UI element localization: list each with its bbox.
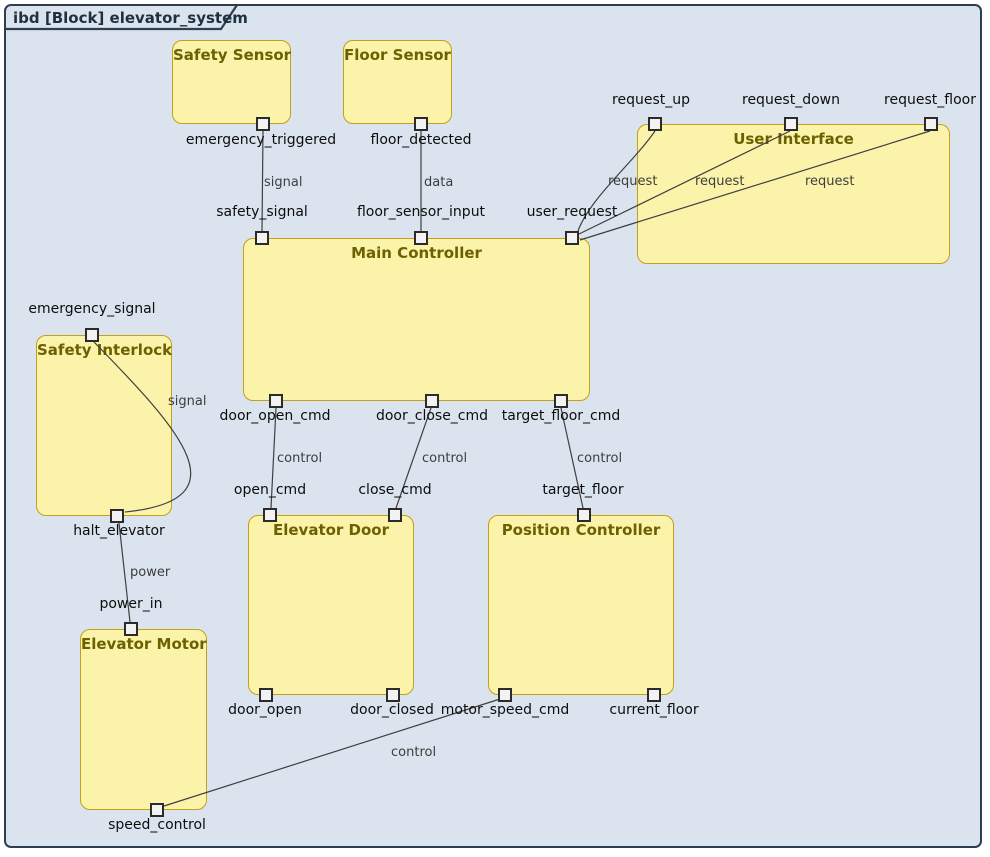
port-current-floor[interactable] <box>647 688 661 702</box>
block-title-safety-interlock: Safety Interlock <box>37 341 173 359</box>
port-label-door-open-cmd: door_open_cmd <box>219 408 331 424</box>
port-emergency-triggered[interactable] <box>256 117 270 131</box>
port-power-in[interactable] <box>124 622 138 636</box>
port-floor-detected[interactable] <box>414 117 428 131</box>
wire-label-power: power <box>130 565 171 580</box>
port-label-emergency-signal: emergency_signal <box>28 301 156 317</box>
wire-label-signal-sensor: signal <box>264 175 303 190</box>
block-position-controller[interactable]: Position Controller <box>488 515 674 695</box>
port-safety-signal[interactable] <box>255 231 269 245</box>
block-title-elevator-door: Elevator Door <box>272 521 389 539</box>
wire-label-control-speed: control <box>391 745 437 760</box>
port-label-door-open: door_open <box>228 702 302 718</box>
port-label-door-close-cmd: door_close_cmd <box>375 408 489 424</box>
block-safety-interlock[interactable]: Safety Interlock <box>36 335 172 516</box>
wire-label-data: data <box>424 175 454 190</box>
block-floor-sensor[interactable]: Floor Sensor <box>343 40 452 124</box>
frame-title-tab <box>5 4 238 31</box>
wire-emergency-signal-to-halt-elevator[interactable] <box>93 341 192 513</box>
diagram-title: ibd [Block] elevator_system <box>13 9 248 27</box>
port-user-request[interactable] <box>565 231 579 245</box>
block-elevator-door[interactable]: Elevator Door <box>248 515 414 695</box>
port-motor-speed-cmd[interactable] <box>498 688 512 702</box>
wire-label-request-up: request <box>608 174 658 189</box>
port-halt-elevator[interactable] <box>110 509 124 523</box>
port-door-open-cmd[interactable] <box>269 394 283 408</box>
port-label-target-floor-cmd: target_floor_cmd <box>501 408 621 424</box>
block-elevator-motor[interactable]: Elevator Motor <box>80 629 207 810</box>
port-label-request-down: request_down <box>742 92 840 108</box>
wire-label-control-close: control <box>422 451 468 466</box>
port-label-floor-detected: floor_detected <box>370 132 472 148</box>
wire-halt-elevator-to-power-in[interactable] <box>118 522 131 623</box>
wire-emergency-triggered-to-safety-signal[interactable] <box>261 130 264 232</box>
port-label-motor-speed-cmd: motor_speed_cmd <box>440 702 570 718</box>
wire-request-up-to-user-request[interactable] <box>577 130 656 232</box>
block-title-main-controller: Main Controller <box>351 244 482 262</box>
port-close-cmd[interactable] <box>388 508 402 522</box>
wire-label-signal-interlock: signal <box>168 394 207 409</box>
port-label-open-cmd: open_cmd <box>233 482 307 498</box>
port-request-up[interactable] <box>648 117 662 131</box>
port-label-close-cmd: close_cmd <box>358 482 432 498</box>
wire-door-close-cmd-to-close-cmd[interactable] <box>395 407 432 509</box>
port-label-user-request: user_request <box>526 204 618 220</box>
block-title-floor-sensor: Floor Sensor <box>344 46 451 64</box>
port-target-floor-cmd[interactable] <box>554 394 568 408</box>
wire-motor-speed-cmd-to-speed-control[interactable] <box>163 698 501 807</box>
port-door-open[interactable] <box>259 688 273 702</box>
port-label-current-floor: current_floor <box>609 702 699 718</box>
port-floor-sensor-input[interactable] <box>414 231 428 245</box>
block-main-controller[interactable]: Main Controller <box>243 238 590 401</box>
wire-label-control-target: control <box>577 451 623 466</box>
port-speed-control[interactable] <box>150 803 164 817</box>
port-label-speed-control: speed_control <box>108 817 206 833</box>
port-label-floor-sensor-input: floor_sensor_input <box>356 204 486 220</box>
port-open-cmd[interactable] <box>263 508 277 522</box>
port-emergency-signal[interactable] <box>85 328 99 342</box>
wire-door-open-cmd-to-open-cmd[interactable] <box>270 407 277 509</box>
port-door-closed[interactable] <box>386 688 400 702</box>
port-door-close-cmd[interactable] <box>425 394 439 408</box>
wire-request-down-to-user-request[interactable] <box>578 130 791 235</box>
block-safety-sensor[interactable]: Safety Sensor <box>172 40 291 124</box>
port-label-request-up: request_up <box>612 92 690 108</box>
port-request-floor[interactable] <box>924 117 938 131</box>
wire-request-floor-to-user-request[interactable] <box>579 130 931 241</box>
port-target-floor[interactable] <box>577 508 591 522</box>
port-label-request-floor: request_floor <box>884 92 976 108</box>
block-title-position-controller: Position Controller <box>501 521 661 539</box>
port-label-door-closed: door_closed <box>350 702 434 718</box>
port-label-target-floor: target_floor <box>542 482 624 498</box>
block-title-safety-sensor: Safety Sensor <box>173 46 292 64</box>
port-request-down[interactable] <box>784 117 798 131</box>
wire-label-control-open: control <box>277 451 323 466</box>
port-label-safety-signal: safety_signal <box>216 204 308 220</box>
wire-label-request-floor: request <box>805 174 855 189</box>
port-label-power-in: power_in <box>99 596 163 612</box>
block-title-elevator-motor: Elevator Motor <box>81 635 207 653</box>
wire-label-request-down: request <box>695 174 745 189</box>
port-label-halt-elevator: halt_elevator <box>73 523 165 539</box>
port-label-emergency-triggered: emergency_triggered <box>185 132 337 148</box>
wire-target-floor-cmd-to-target-floor[interactable] <box>560 407 584 509</box>
